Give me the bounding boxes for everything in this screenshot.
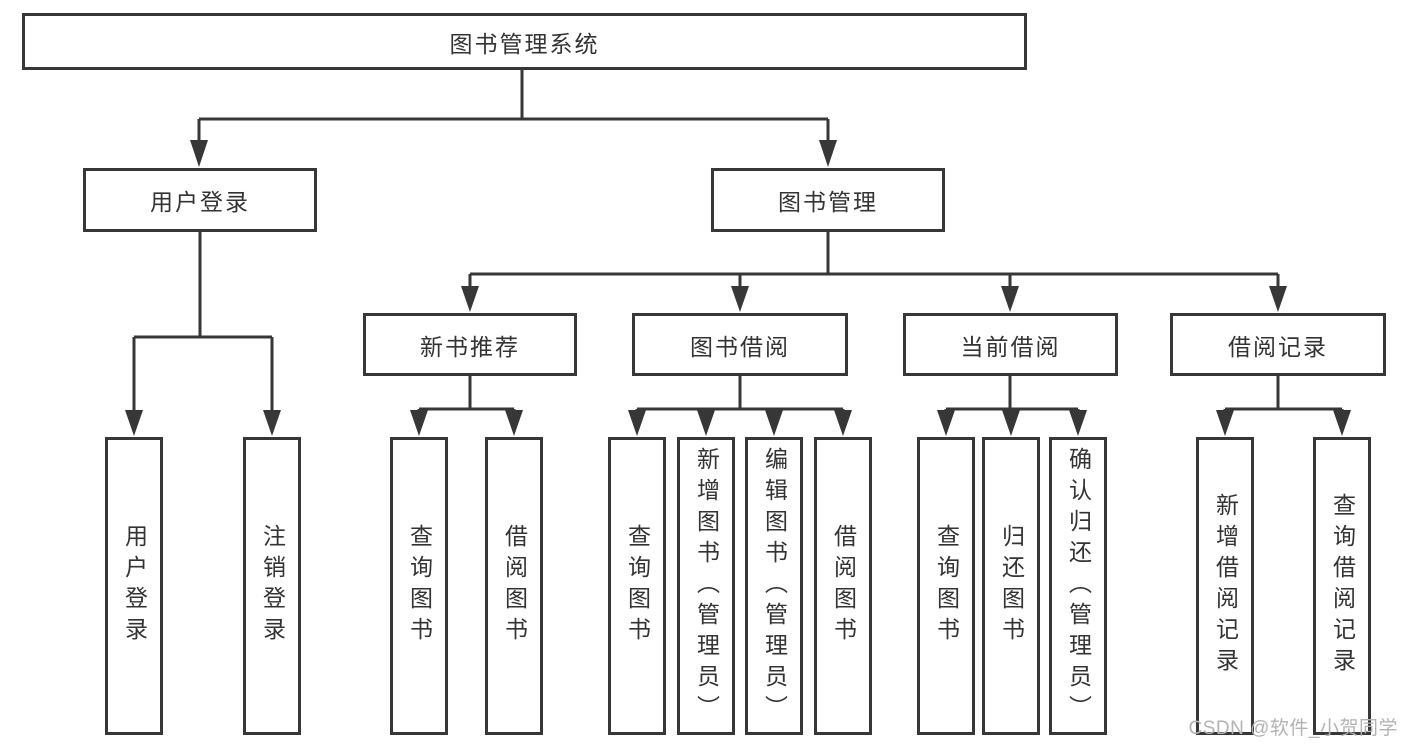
node-label: 图书管理 <box>778 189 878 215</box>
leaf-current-query-books: 查询图书 <box>917 437 975 735</box>
leaf-borrowing-query-books: 查询图书 <box>608 437 666 735</box>
arrowhead-icon <box>697 410 715 436</box>
arrowhead-icon <box>1216 410 1234 436</box>
node-label: 当前借阅 <box>960 333 1061 360</box>
node-label: 借阅记录 <box>1228 333 1328 360</box>
node-book-borrowing: 图书借阅 <box>632 313 848 376</box>
arrowhead-icon <box>937 410 955 436</box>
leaf-add-book-admin: 新增图书（管理员） <box>677 437 735 735</box>
leaf-return-books: 归还图书 <box>982 437 1040 735</box>
leaf-recommend-borrow-books: 借阅图书 <box>485 437 543 735</box>
node-label: 用户登录 <box>150 189 250 215</box>
leaf-query-borrow-record: 查询借阅记录 <box>1313 437 1371 735</box>
arrowhead-icon <box>125 410 143 436</box>
csdn-watermark: CSDN @软件_小贺同学 <box>1188 718 1398 739</box>
arrowhead-icon <box>1069 410 1087 436</box>
node-new-book-recommend: 新书推荐 <box>363 313 577 376</box>
node-label: 图书借阅 <box>690 333 790 360</box>
leaf-edit-book-admin: 编辑图书（管理员） <box>745 437 803 735</box>
node-label: 借阅图书 <box>501 524 528 648</box>
leaf-add-borrow-record: 新增借阅记录 <box>1196 437 1254 735</box>
node-label: 查询图书 <box>406 524 433 648</box>
arrowhead-icon <box>263 410 281 436</box>
node-user-login: 用户登录 <box>83 168 317 232</box>
arrowhead-icon <box>505 410 523 436</box>
node-label: 查询借阅记录 <box>1329 493 1356 679</box>
arrowhead-icon <box>1001 286 1019 312</box>
arrowhead-icon <box>628 410 646 436</box>
arrowheads <box>125 140 1351 436</box>
leaf-borrow-books: 借阅图书 <box>814 437 872 735</box>
arrowhead-icon <box>731 286 749 312</box>
leaf-recommend-query-books: 查询图书 <box>390 437 448 735</box>
arrowhead-icon <box>834 410 852 436</box>
node-book-management: 图书管理 <box>711 168 945 232</box>
node-label: 借阅图书 <box>830 524 857 648</box>
arrowhead-icon <box>410 410 428 436</box>
node-label: 查询图书 <box>933 524 960 648</box>
node-label: 新增图书（管理员） <box>693 446 720 726</box>
node-label: 确认归还（管理员） <box>1065 446 1092 726</box>
arrowhead-icon <box>819 140 837 167</box>
node-label: 图书管理系统 <box>449 30 600 57</box>
connector <box>132 70 1344 413</box>
arrowhead-icon <box>1333 410 1351 436</box>
leaf-user-login: 用户登录 <box>105 437 163 735</box>
node-label: 新书推荐 <box>420 333 520 360</box>
leaf-confirm-return-admin: 确认归还（管理员） <box>1049 437 1107 735</box>
node-borrowing-records: 借阅记录 <box>1170 313 1386 376</box>
arrowhead-icon <box>765 410 783 436</box>
node-label: 新增借阅记录 <box>1212 493 1239 679</box>
leaf-logout: 注销登录 <box>243 437 301 735</box>
node-label: 查询图书 <box>624 524 651 648</box>
node-label: 编辑图书（管理员） <box>761 446 788 726</box>
arrowhead-icon <box>1002 410 1020 436</box>
arrowhead-icon <box>1269 286 1287 312</box>
arrowhead-icon <box>190 140 208 167</box>
arrowhead-icon <box>461 286 479 312</box>
node-library-management-system: 图书管理系统 <box>22 13 1027 70</box>
node-current-borrowing: 当前借阅 <box>903 313 1118 376</box>
node-label: 归还图书 <box>998 524 1025 648</box>
node-label: 用户登录 <box>121 524 148 648</box>
node-label: 注销登录 <box>259 524 286 648</box>
